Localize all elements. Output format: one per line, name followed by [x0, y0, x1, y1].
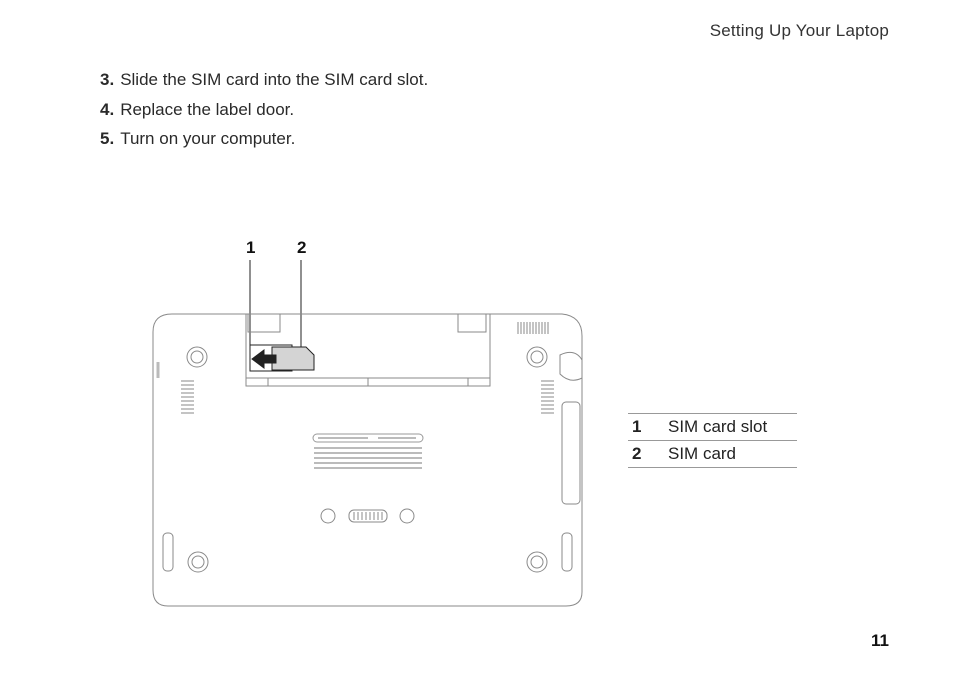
instruction-steps: 3. Slide the SIM card into the SIM card s… [100, 65, 428, 154]
insert-arrow-icon [251, 349, 277, 369]
callout-label-2: 2 [297, 238, 307, 257]
page-header-title: Setting Up Your Laptop [709, 21, 889, 40]
step-text: Turn on your computer. [120, 129, 296, 148]
step-item: 4.Replace the label door. [100, 95, 428, 125]
laptop-base-outline [152, 313, 583, 607]
legend-number: 1 [628, 413, 668, 441]
legend-row: 1 SIM card slot [628, 413, 797, 441]
step-text: Replace the label door. [120, 99, 295, 119]
step-number: 4. [100, 99, 115, 119]
step-item: 3. Slide the SIM card into the SIM card s… [100, 65, 428, 95]
vent-left [181, 380, 194, 414]
legend-row: 2 SIM card [628, 440, 797, 468]
callout-label-1: 1 [246, 238, 256, 257]
legend-label: SIM card slot [668, 413, 797, 441]
connector-pins [353, 512, 383, 520]
vent-top-right [517, 322, 549, 334]
regulatory-label [312, 433, 424, 469]
vent-right [541, 380, 554, 414]
step-text: Slide the SIM card into the SIM card slo… [120, 70, 429, 89]
step-item: 5. Turn on your computer. [100, 124, 428, 154]
legend-label: SIM card [668, 440, 797, 468]
callout-legend: 1 SIM card slot 2 SIM card [628, 413, 797, 468]
legend-number: 2 [628, 440, 668, 468]
sim-card [271, 346, 315, 371]
step-number: 5. [100, 129, 115, 148]
page-number: 11 [871, 631, 889, 650]
step-number: 3. [100, 70, 115, 89]
